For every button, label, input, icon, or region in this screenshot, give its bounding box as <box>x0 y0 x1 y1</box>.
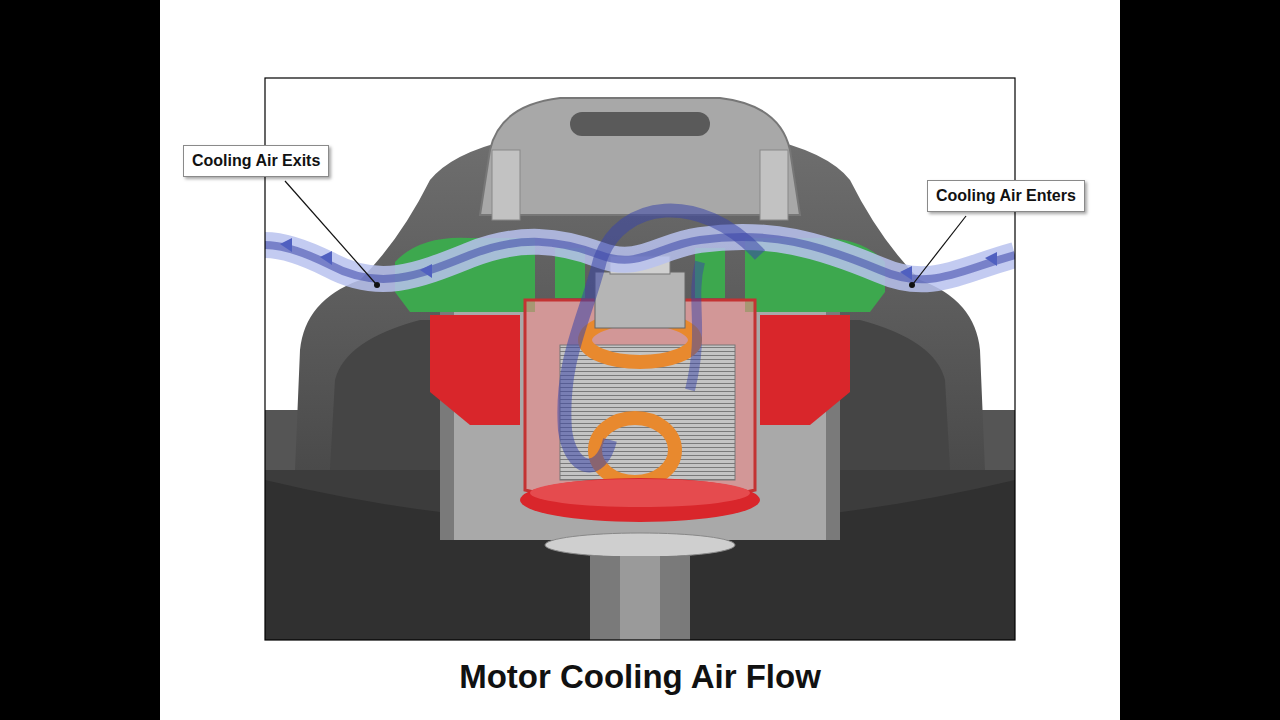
figure-caption: Motor Cooling Air Flow <box>0 658 1280 696</box>
flow-arrow <box>420 264 432 278</box>
handle-cap <box>480 98 800 215</box>
air-flow-core <box>265 237 1015 279</box>
fan-housing <box>590 556 690 640</box>
cap-rib <box>492 150 520 220</box>
flow-arrow <box>985 252 997 266</box>
flow-arrow <box>320 251 332 265</box>
side-bar <box>1120 0 1280 720</box>
shaft <box>620 556 660 640</box>
armature <box>595 272 685 328</box>
leader-line <box>285 181 376 284</box>
rim <box>980 410 1015 470</box>
flow-arrow <box>900 266 912 280</box>
callout-text: Cooling Air Exits <box>192 151 320 171</box>
callout-text: Cooling Air Enters <box>936 186 1076 206</box>
frame-ground <box>265 78 1015 640</box>
tank-bowl <box>265 480 1015 640</box>
flow-arrow <box>280 238 292 252</box>
frame <box>265 78 1015 640</box>
leader-line <box>913 216 966 284</box>
red-base <box>520 478 760 522</box>
handle-opening <box>570 112 710 136</box>
air-flow <box>690 262 700 390</box>
rim <box>265 410 300 470</box>
red-base <box>530 479 750 507</box>
leader-dot <box>374 282 380 288</box>
air-flow <box>564 210 760 465</box>
callout-box: Cooling Air Exits <box>183 145 329 177</box>
leader-dot <box>909 282 915 288</box>
red-mount <box>760 315 850 425</box>
air-flow <box>265 237 1015 279</box>
red-mount <box>430 315 520 425</box>
side-bar <box>0 0 160 720</box>
cap-rib <box>760 150 788 220</box>
callout-box: Cooling Air Enters <box>927 180 1085 212</box>
fan <box>545 533 735 557</box>
cutaway-view <box>265 78 1015 640</box>
